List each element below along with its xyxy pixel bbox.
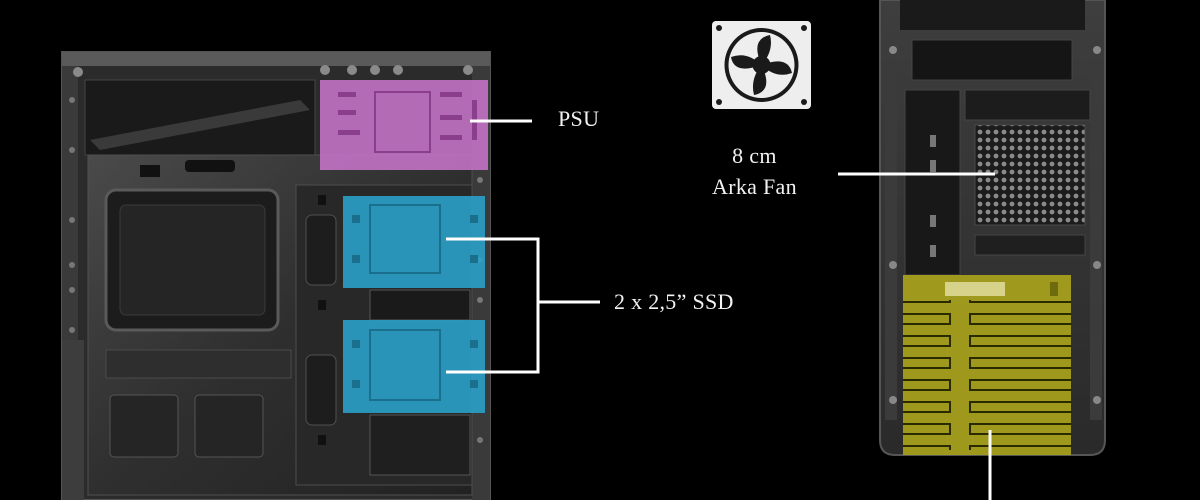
psu-highlight — [320, 80, 488, 170]
fan-label: 8 cm Arka Fan — [712, 140, 797, 202]
fan-name-label: Arka Fan — [712, 174, 797, 199]
ssd-highlight-bottom — [343, 320, 485, 413]
fan-size-label: 8 cm — [732, 143, 777, 168]
ssd-highlight-top — [343, 196, 485, 288]
fan-icon — [712, 21, 811, 109]
ssd-label: 2 x 2,5” SSD — [614, 289, 734, 314]
psu-label: PSU — [558, 106, 600, 131]
expansion-slots-highlight — [903, 275, 1071, 455]
ssd-leader-lines — [446, 237, 600, 374]
